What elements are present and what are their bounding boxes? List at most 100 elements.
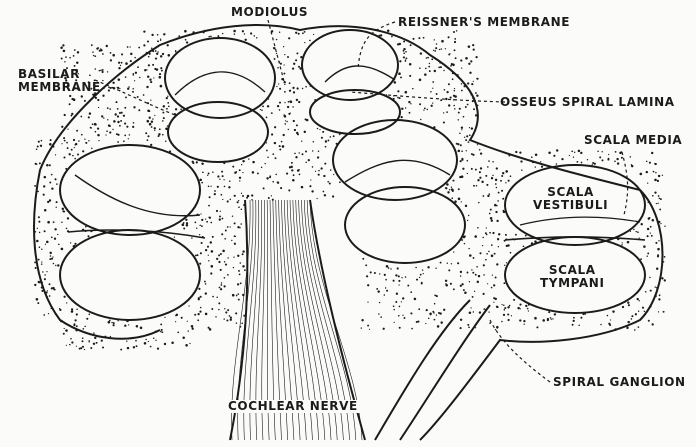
stipple-dot [505,170,508,173]
stipple-dot [523,320,525,322]
stipple-dot [291,162,293,164]
stipple-dot [226,319,228,321]
stipple-dot [461,83,462,84]
stipple-dot [475,56,477,58]
stipple-dot [98,107,99,108]
stipple-dot [69,95,71,97]
stipple-dot [123,115,125,117]
stipple-dot [47,221,50,224]
stipple-dot [423,273,424,274]
stipple-dot [162,120,164,122]
stipple-dot [414,298,417,301]
stipple-dot [405,51,407,53]
stipple-dot [460,144,462,146]
stipple-dot [436,314,437,315]
stipple-dot [73,324,75,326]
stipple-dot [37,191,39,193]
stipple-dot [84,230,86,232]
stipple-dot [56,207,57,208]
stipple-dot [41,286,43,288]
stipple-dot [289,90,291,92]
stipple-dot [419,79,422,82]
stipple-dot [419,103,421,105]
stipple-dot [98,140,99,141]
stipple-dot [182,223,185,226]
stipple-dot [404,317,406,319]
stipple-dot [227,309,229,311]
stipple-dot [467,324,469,326]
stipple-dot [569,155,570,156]
stipple-dot [599,156,601,158]
stipple-dot [144,69,146,71]
stipple-dot [148,341,149,342]
stipple-dot [380,316,382,318]
stipple-dot [73,98,76,101]
stipple-dot [54,289,55,290]
label-modiolus: MODIOLUS [231,6,308,19]
stipple-dot [494,204,497,207]
stipple-dot [485,309,487,311]
stipple-dot [581,162,583,164]
stipple-dot [106,130,108,132]
stipple-dot [597,150,599,152]
stipple-dot [482,245,483,246]
stipple-dot [486,184,488,186]
stipple-dot [393,280,395,282]
stipple-dot [113,120,116,123]
stipple-dot [556,149,558,151]
stipple-dot [488,160,490,162]
stipple-dot [134,57,135,58]
stipple-dot [35,163,37,165]
stipple-dot [82,150,84,152]
stipple-dot [305,161,307,163]
stipple-dot [493,302,494,303]
stipple-dot [594,163,596,165]
stipple-dot [84,139,85,140]
stipple-dot [254,35,256,37]
stipple-dot [159,73,161,75]
stipple-dot [239,227,240,228]
stipple-dot [49,258,51,260]
stipple-dot [40,145,42,147]
stipple-dot [398,72,401,75]
stipple-dot [658,311,659,312]
stipple-dot [654,163,655,164]
stipple-dot [450,283,452,285]
stipple-dot [160,67,162,69]
stipple-dot [219,218,221,220]
stipple-dot [469,254,472,257]
stipple-dot [420,52,422,54]
stipple-dot [443,121,445,123]
stipple-dot [456,143,458,145]
stipple-dot [645,291,647,293]
stipple-dot [49,283,51,285]
stipple-dot [291,169,293,171]
stipple-dot [279,145,281,147]
stipple-dot [478,275,480,277]
stipple-dot [571,150,573,152]
stipple-dot [467,104,469,106]
stipple-dot [513,299,515,301]
stipple-dot [298,101,300,103]
stipple-dot [239,177,241,179]
stipple-dot [242,253,244,255]
stipple-dot [487,283,488,284]
stipple-dot [288,37,290,39]
stipple-dot [159,76,162,79]
stipple-dot [471,127,473,129]
stipple-dot [162,134,164,136]
stipple-dot [296,87,298,89]
stipple-dot [175,321,176,322]
stipple-dot [167,125,169,127]
stipple-dot [152,50,154,52]
stipple-dot [621,244,623,246]
stipple-dot [178,35,180,37]
stipple-dot [236,295,238,297]
stipple-dot [464,137,465,138]
stipple-dot [146,69,147,70]
stipple-dot [469,134,471,136]
stipple-dot [467,82,469,84]
stipple-dot [188,330,189,331]
stipple-dot [540,161,541,162]
stipple-dot [108,321,111,324]
